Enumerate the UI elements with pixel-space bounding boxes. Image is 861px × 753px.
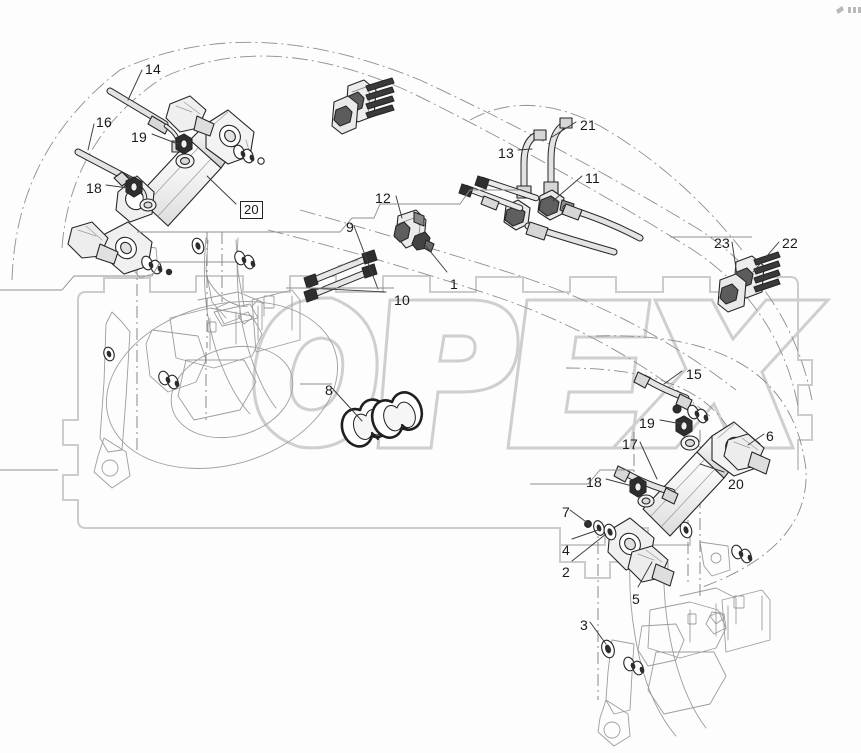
snap-ring-pair-8	[340, 391, 424, 448]
callout-2: 2	[562, 564, 570, 580]
callout-20: 20	[728, 476, 744, 492]
collar-left	[139, 198, 157, 212]
callout-18: 18	[586, 474, 602, 490]
nut-18-left	[125, 176, 143, 198]
nut-19-left	[175, 133, 193, 155]
callout-16: 16	[96, 114, 112, 130]
callout-1: 1	[450, 276, 458, 292]
callout-9: 9	[346, 219, 354, 235]
elbow-fitting-6	[723, 433, 771, 475]
callout-17: 17	[622, 436, 638, 452]
tube-9	[303, 249, 378, 289]
tube-upper-right-pair	[458, 175, 540, 212]
callout-19: 19	[639, 415, 655, 431]
callout-18: 18	[86, 180, 102, 196]
hose-outgoing-upper	[561, 203, 644, 242]
callout-22: 22	[782, 235, 798, 251]
collar-right-upper	[680, 435, 700, 451]
collar-left-upper	[175, 153, 195, 169]
callout-5: 5	[632, 591, 640, 607]
callout-4: 4	[562, 542, 570, 558]
callout-7: 7	[562, 504, 570, 520]
nut-18-right	[629, 476, 647, 498]
tube-10	[303, 263, 378, 303]
washer-left-machine	[103, 237, 256, 390]
callout-11: 11	[585, 170, 600, 186]
elbow-fitting-top-left	[165, 95, 215, 137]
washer-stack-top-left	[233, 144, 265, 165]
callout-21: 21	[580, 117, 596, 133]
callout-8: 8	[325, 382, 333, 398]
nut-19-right	[675, 415, 693, 437]
collar-right-lower	[637, 494, 655, 508]
washer-right-machine	[623, 521, 753, 676]
cylinder-left-foot	[67, 221, 153, 275]
callout-23: 23	[714, 235, 730, 251]
callout-12: 12	[375, 190, 391, 206]
washer-stack-right-upper	[672, 404, 709, 424]
hose-21	[543, 117, 573, 195]
corner-mark	[836, 6, 861, 14]
callout-10: 10	[394, 292, 410, 308]
washer-stack-7-4-2	[584, 520, 617, 541]
hose-outgoing-lower	[524, 221, 618, 256]
coupler-block-right	[717, 251, 781, 313]
callout-20: 20	[240, 201, 263, 219]
callout-13: 13	[498, 145, 514, 161]
callout-6: 6	[766, 428, 774, 444]
callout-19: 19	[131, 129, 147, 145]
callout-14: 14	[145, 61, 161, 77]
callout-3: 3	[580, 617, 588, 633]
elbow-fitting-5	[627, 545, 675, 587]
coupler-block-top-center	[331, 77, 395, 135]
callout-15: 15	[686, 366, 702, 382]
bushing-3	[601, 639, 615, 659]
